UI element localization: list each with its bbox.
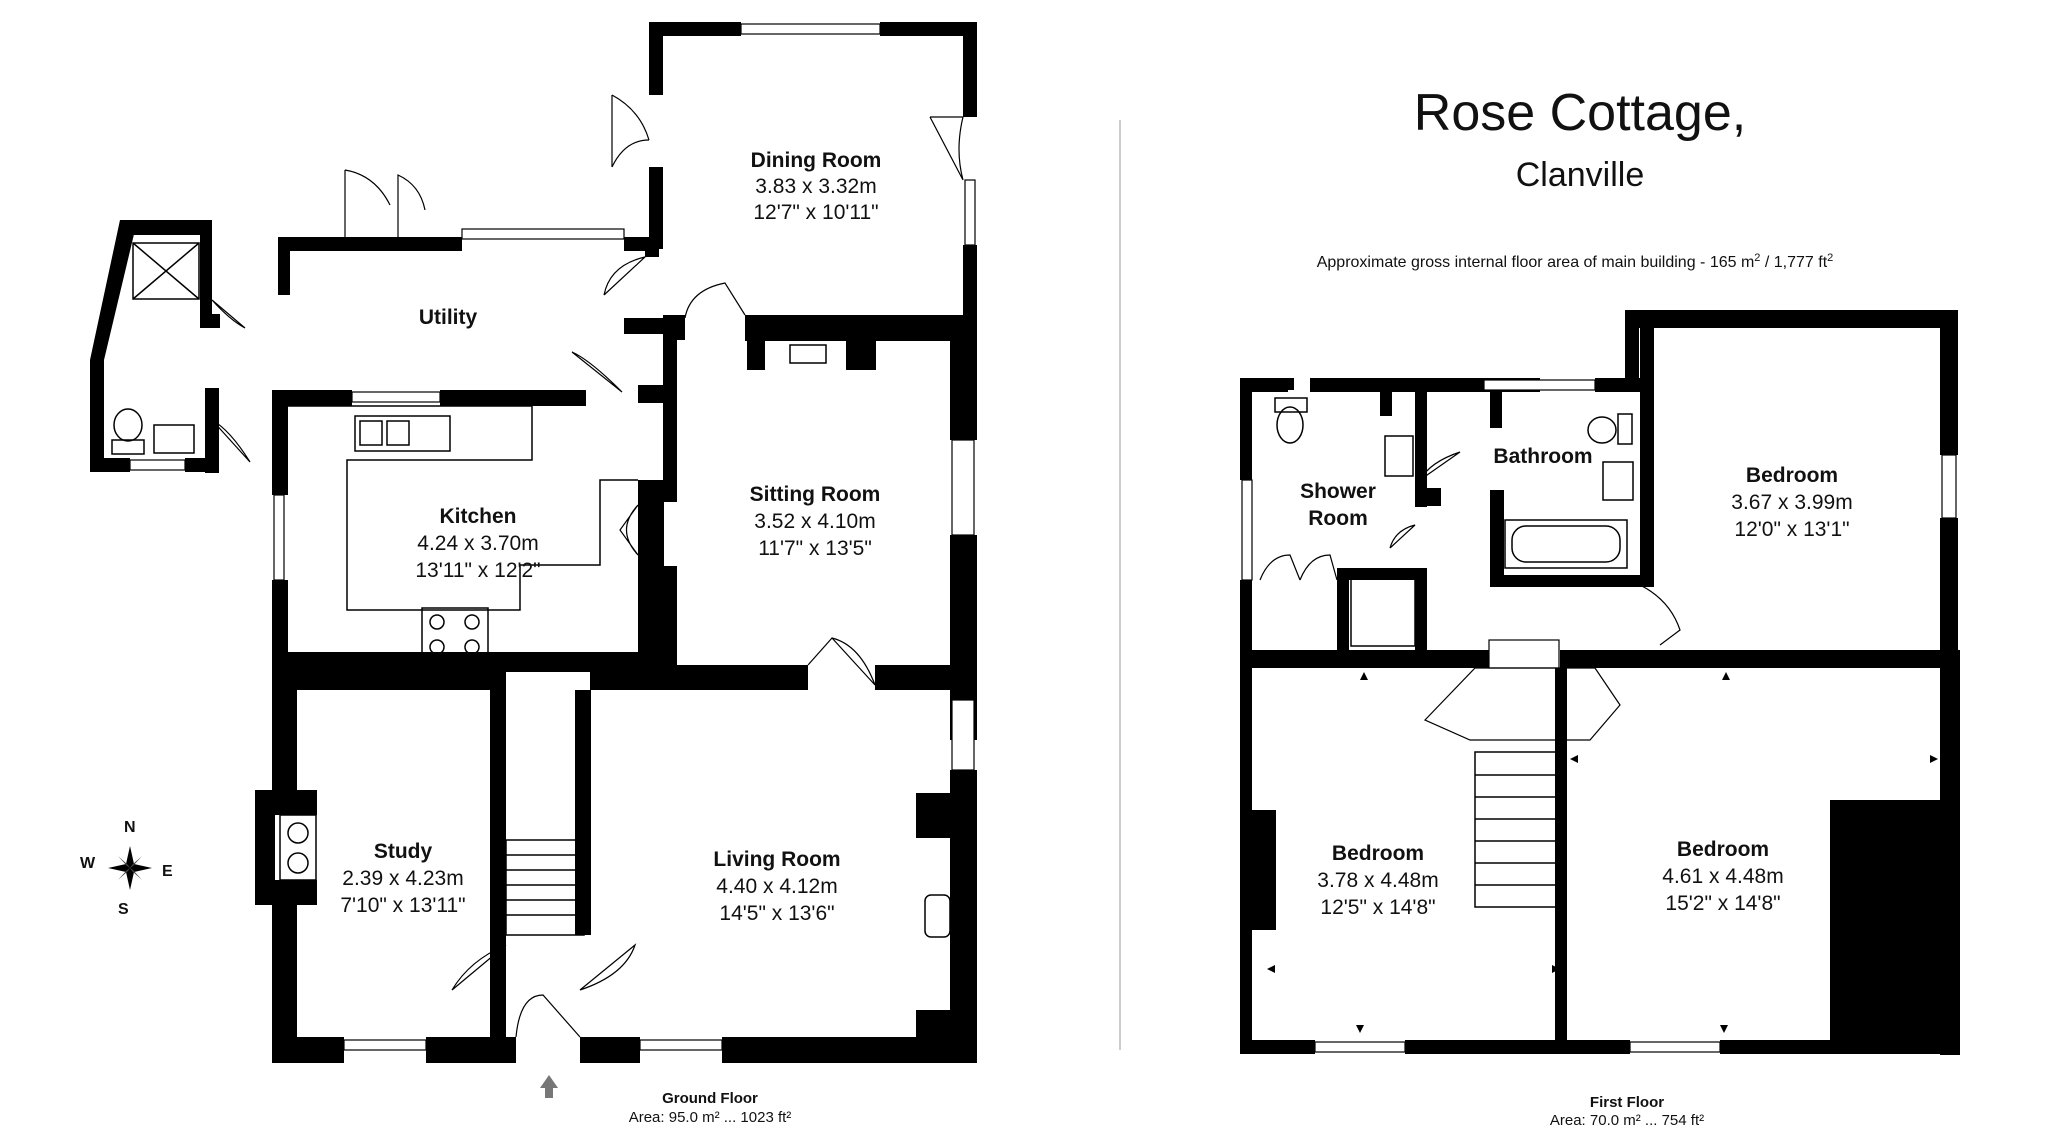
room-size-metric: 4.40 x 4.12m	[716, 875, 837, 898]
ground-floor-plan	[90, 22, 977, 1098]
property-subtitle: Clanville	[1516, 156, 1645, 194]
ground-floor-windows	[129, 23, 976, 1051]
entrance-arrow-icon	[540, 1075, 558, 1098]
room-size-metric: 4.61 x 4.48m	[1662, 865, 1783, 888]
room-label-utility: Utility	[419, 306, 478, 329]
first-floor-area: Area: 70.0 m² ... 754 ft²	[1550, 1112, 1704, 1129]
compass-north-label: N	[124, 819, 136, 836]
room-name-line1: Shower	[1300, 480, 1376, 503]
first-floor-plan	[1240, 310, 1960, 1055]
first-floor-caption: First Floor	[1590, 1094, 1664, 1111]
room-label-bedroom-ne: Bedroom 3.67 x 3.99m 12'0" x 13'1"	[1731, 464, 1852, 541]
room-size-imperial: 12'7" x 10'11"	[753, 201, 878, 224]
room-label-shower-room: Shower Room	[1300, 480, 1376, 530]
room-label-bedroom-sw: Bedroom 3.78 x 4.48m 12'5" x 14'8"	[1317, 842, 1438, 919]
compass-rose-icon	[108, 846, 152, 890]
room-name-line2: Room	[1308, 507, 1368, 530]
room-size-imperial: 7'10" x 13'11"	[340, 894, 465, 917]
first-floor-walls	[1240, 310, 1960, 1055]
room-label-bedroom-se: Bedroom 4.61 x 4.48m 15'2" x 14'8"	[1662, 838, 1783, 915]
room-name: Study	[374, 840, 433, 863]
room-size-metric: 3.83 x 3.32m	[755, 175, 876, 198]
room-size-imperial: 14'5" x 13'6"	[719, 902, 834, 925]
room-size-imperial: 12'5" x 14'8"	[1320, 896, 1435, 919]
compass-east-label: E	[162, 863, 173, 880]
room-label-kitchen: Kitchen 4.24 x 3.70m 13'11" x 12'2"	[415, 505, 540, 582]
ground-floor-doors	[211, 94, 964, 1038]
room-name: Bedroom	[1677, 838, 1769, 861]
room-label-sitting: Sitting Room 3.52 x 4.10m 11'7" x 13'5"	[750, 483, 881, 560]
room-size-metric: 3.52 x 4.10m	[754, 510, 875, 533]
ground-floor-caption: Ground Floor	[662, 1090, 758, 1107]
first-floor-fixtures	[1267, 397, 1938, 1033]
room-size-metric: 4.24 x 3.70m	[417, 532, 538, 555]
room-label-study: Study 2.39 x 4.23m 7'10" x 13'11"	[340, 840, 465, 917]
room-name: Bedroom	[1332, 842, 1424, 865]
room-size-imperial: 13'11" x 12'2"	[415, 559, 540, 582]
ground-floor-area: Area: 95.0 m² ... 1023 ft²	[629, 1109, 792, 1126]
ground-floor-walls	[90, 22, 977, 1063]
room-size-imperial: 11'7" x 13'5"	[758, 537, 872, 560]
gross-internal-area: Approximate gross internal floor area of…	[1317, 252, 1834, 271]
room-size-metric: 2.39 x 4.23m	[342, 867, 463, 890]
first-floor-doors	[1259, 451, 1681, 741]
room-name: Bathroom	[1493, 445, 1592, 468]
room-size-metric: 3.67 x 3.99m	[1731, 491, 1852, 514]
property-title: Rose Cottage,	[1414, 84, 1746, 142]
room-label-bathroom: Bathroom	[1493, 445, 1592, 468]
room-label-dining: Dining Room 3.83 x 3.32m 12'7" x 10'11"	[751, 149, 882, 224]
compass-west-label: W	[80, 855, 96, 872]
first-floor-windows	[1241, 379, 1957, 1053]
room-name: Utility	[419, 306, 478, 329]
room-name: Bedroom	[1746, 464, 1838, 487]
room-size-imperial: 15'2" x 14'8"	[1665, 892, 1780, 915]
room-label-living: Living Room 4.40 x 4.12m 14'5" x 13'6"	[713, 848, 840, 925]
compass-south-label: S	[118, 901, 129, 918]
room-name: Sitting Room	[750, 483, 881, 506]
ground-floor-fixtures	[111, 242, 951, 938]
room-size-imperial: 12'0" x 13'1"	[1734, 518, 1849, 541]
room-name: Living Room	[713, 848, 840, 871]
room-name: Kitchen	[439, 505, 516, 528]
room-name: Dining Room	[751, 149, 882, 172]
room-size-metric: 3.78 x 4.48m	[1317, 869, 1438, 892]
